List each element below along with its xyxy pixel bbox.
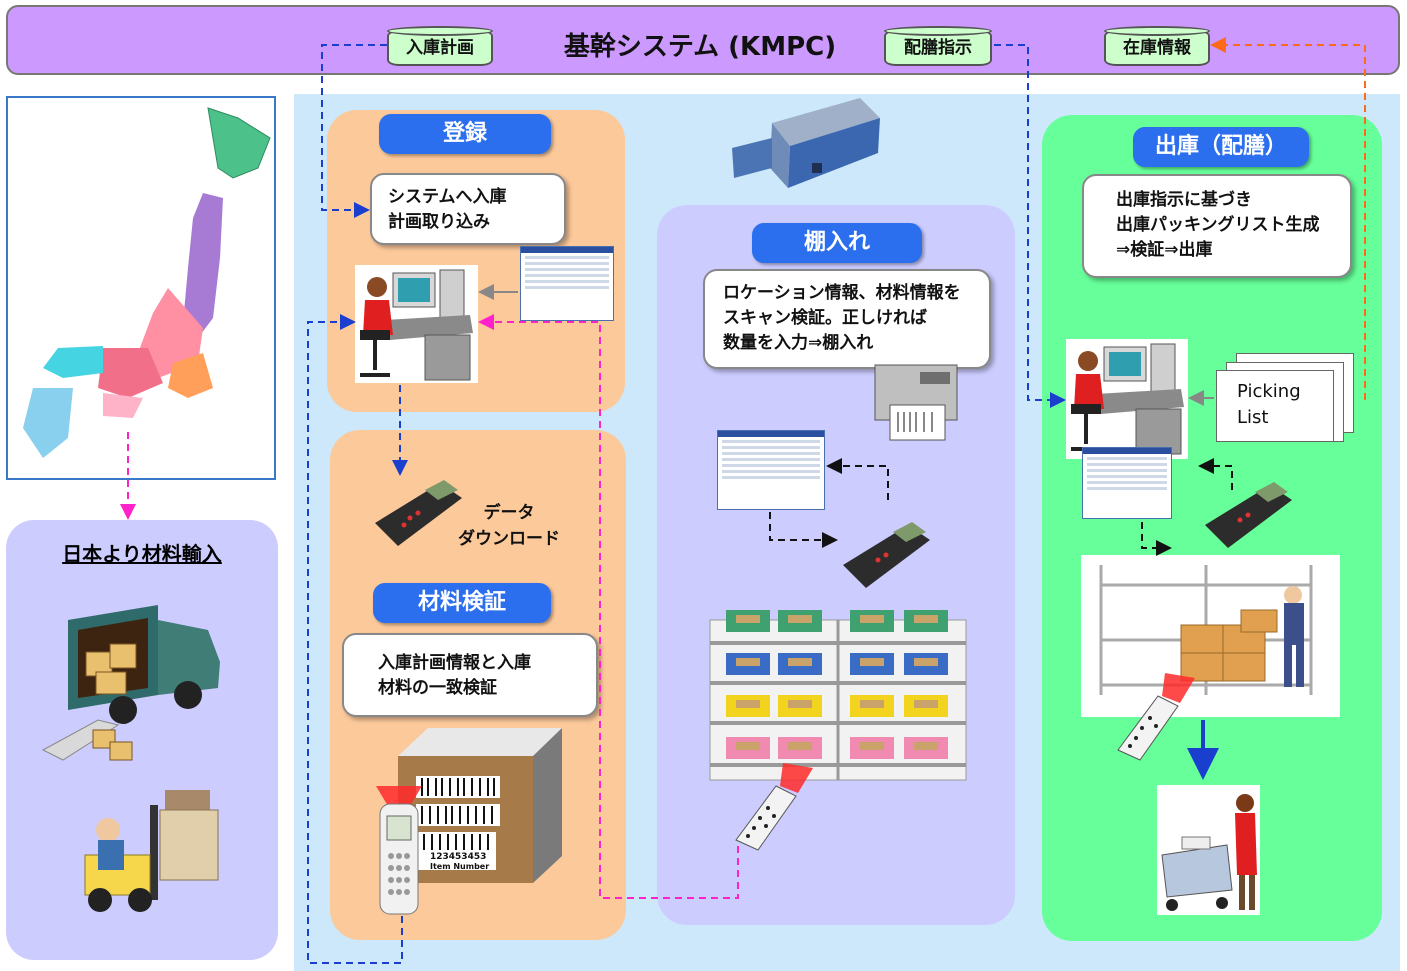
storage-title: 棚入れ: [752, 223, 922, 263]
data-download-label: データ ダウンロード: [458, 503, 560, 549]
delivery-cart-worker-icon: [1157, 785, 1260, 915]
storage-shelf-icon: [708, 605, 970, 790]
forklift-icon: [80, 785, 230, 915]
shipping-callout: 出庫指示に基づき 出庫パッキングリスト生成 ⇒検証⇒出庫: [1082, 174, 1352, 278]
registration-title: 登録: [379, 114, 551, 154]
import-title: 日本より材料輸入: [62, 542, 222, 566]
shipping-scanner-icon: [1110, 668, 1200, 763]
shipping-title: 出庫（配膳）: [1133, 127, 1309, 167]
registration-callout: システムへ入庫 計画取り込み: [370, 173, 566, 245]
handheld-terminal-icon: [370, 478, 465, 550]
delivery-truck-icon: [38, 600, 223, 770]
storage-terminal-icon: [838, 520, 933, 592]
db-inbound-plan: 入庫計画: [387, 26, 493, 66]
shipping-operator-icon: [1066, 339, 1188, 459]
barcode-box-icon: [398, 728, 564, 883]
registration-screen-icon: [520, 246, 614, 321]
shipping-screen-icon: [1082, 447, 1172, 519]
operator-computer-icon: [355, 265, 478, 383]
verification-callout: 入庫計画情報と入庫 材料の一致検証: [342, 633, 598, 717]
label-printer-icon: [870, 360, 962, 445]
core-system-title: 基幹システム (KMPC): [563, 32, 837, 62]
warehouse-building-icon: [732, 98, 882, 193]
picking-shelf-worker-icon: [1081, 555, 1340, 717]
barcode-scanner-icon: [370, 786, 428, 916]
storage-screen-icon: [717, 430, 825, 510]
shipping-terminal-icon: [1200, 480, 1295, 552]
db-inventory: 在庫情報: [1104, 26, 1210, 66]
storage-scanner-icon: [728, 758, 818, 853]
picking-list-document: Picking List: [1216, 370, 1334, 442]
storage-callout: ロケーション情報、材料情報を スキャン検証。正しければ 数量を入力⇒棚入れ: [703, 269, 991, 369]
japan-map-icon: [6, 96, 276, 480]
verification-title: 材料検証: [373, 583, 551, 623]
barcode-item-label: Item Number: [430, 862, 490, 871]
db-delivery-instruction: 配膳指示: [884, 26, 992, 66]
barcode-number: 123453453: [430, 852, 487, 862]
